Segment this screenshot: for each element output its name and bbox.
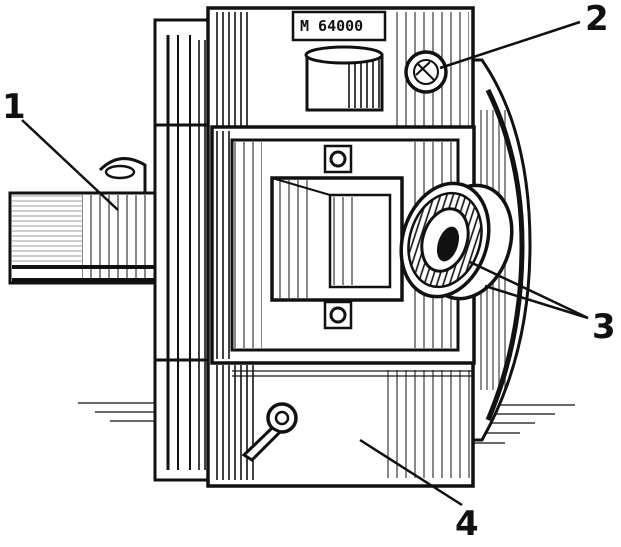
leader-3b (484, 284, 589, 320)
side-edge (153, 18, 212, 482)
leader-2 (439, 20, 581, 70)
leader-1 (21, 119, 119, 211)
frame-screw-top (323, 144, 353, 174)
frame-screw-bottom (323, 300, 353, 330)
model-plate-text: M 64000 (300, 17, 363, 35)
callout-2: 2 (585, 0, 609, 39)
leader-4 (359, 438, 463, 507)
round-screw (404, 50, 448, 94)
callout-4: 4 (455, 504, 479, 543)
rear-tube (8, 157, 160, 285)
leader-3a (469, 260, 589, 320)
leader-lines (21, 20, 589, 507)
bottom-panel (212, 361, 474, 380)
callout-3: 3 (592, 307, 616, 347)
top-knob (304, 45, 384, 112)
callout-1: 1 (2, 87, 26, 127)
model-plate: M 64000 (291, 10, 387, 42)
latch-knob (241, 402, 298, 462)
inner-window (270, 176, 404, 302)
